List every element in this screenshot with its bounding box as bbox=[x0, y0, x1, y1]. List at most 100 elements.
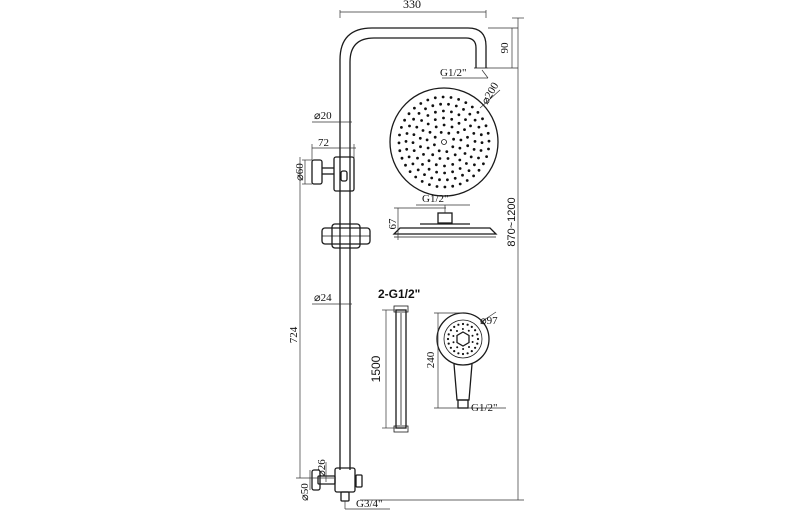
handset-nozzle-dot bbox=[470, 350, 473, 353]
nozzle-dot bbox=[477, 156, 480, 160]
nozzle-dot bbox=[458, 158, 462, 162]
dim-diverter-width: 72 bbox=[318, 137, 329, 149]
nozzle-dot bbox=[463, 152, 467, 155]
nozzle-dot bbox=[457, 98, 460, 101]
dim-arm-drop: 90 bbox=[499, 42, 511, 54]
rain-head-top-view bbox=[389, 87, 499, 197]
handset-nozzle-dot bbox=[456, 346, 459, 349]
handset-nozzle-dot bbox=[446, 337, 450, 341]
nozzle-dot bbox=[428, 183, 431, 187]
nozzle-dot bbox=[398, 149, 402, 153]
handset-nozzle-dot bbox=[457, 323, 460, 326]
head-center-mark bbox=[441, 139, 447, 145]
nozzle-dot bbox=[464, 118, 467, 121]
handset-nozzle-dot bbox=[476, 333, 479, 336]
nozzle-dot bbox=[433, 96, 437, 100]
mixer-valve bbox=[311, 467, 363, 502]
handset-nozzle-dot bbox=[468, 346, 470, 348]
nozzle-dot bbox=[438, 157, 442, 160]
shower-riser-rail bbox=[339, 27, 488, 470]
nozzle-dot bbox=[480, 141, 484, 145]
nozzle-dot bbox=[427, 167, 431, 171]
nozzle-dot bbox=[443, 164, 446, 168]
nozzle-dot bbox=[416, 168, 420, 172]
nozzle-dot bbox=[442, 109, 445, 113]
nozzle-dot bbox=[426, 146, 430, 150]
handset-nozzle-dot bbox=[461, 328, 464, 330]
handset-nozzle-dot bbox=[474, 346, 477, 349]
nozzle-dot bbox=[408, 124, 411, 128]
nozzle-dot bbox=[426, 114, 430, 117]
dim-hose-thread: 2-G1/2" bbox=[378, 287, 420, 301]
nozzle-dot bbox=[441, 95, 445, 99]
handset-nozzle-dot bbox=[453, 350, 456, 353]
dim-handset-thread: G1/2" bbox=[471, 402, 498, 414]
nozzle-dot bbox=[423, 173, 426, 177]
nozzle-dot bbox=[456, 131, 460, 134]
nozzle-dot bbox=[411, 162, 415, 166]
handset-nozzle-dot bbox=[471, 341, 474, 343]
nozzle-dot bbox=[412, 117, 415, 121]
nozzle-dot bbox=[408, 170, 412, 174]
dim-diverter-knob-dia: ⌀60 bbox=[294, 163, 306, 181]
nozzle-dot bbox=[434, 125, 438, 129]
nozzle-dot bbox=[447, 102, 450, 106]
nozzle-dot bbox=[466, 135, 469, 139]
nozzle-dot bbox=[424, 107, 427, 111]
dim-riser-length: 724 bbox=[288, 326, 300, 343]
dim-handset-length: 240 bbox=[425, 351, 437, 368]
nozzle-dot bbox=[457, 113, 461, 117]
nozzle-dot bbox=[425, 138, 429, 142]
dim-riser-upper-dia: ⌀20 bbox=[314, 110, 332, 122]
nozzle-dot bbox=[434, 163, 438, 167]
nozzle-dot bbox=[407, 155, 411, 159]
nozzle-dot bbox=[417, 112, 421, 115]
handset-nozzle-dot bbox=[449, 329, 452, 332]
nozzle-dot bbox=[405, 147, 409, 151]
nozzle-dot bbox=[431, 104, 435, 108]
handset-nozzle-dot bbox=[447, 342, 450, 345]
nozzle-dot bbox=[465, 162, 468, 165]
dim-valve-outlet-dia: ⌀26 bbox=[316, 459, 328, 477]
nozzle-dot bbox=[479, 133, 483, 137]
nozzle-dot bbox=[447, 131, 451, 135]
nozzle-dot bbox=[457, 121, 461, 125]
dim-inlet-thread: G3/4" bbox=[356, 498, 383, 510]
nozzle-dot bbox=[459, 138, 463, 142]
nozzle-dot bbox=[451, 163, 455, 166]
nozzle-dot bbox=[445, 150, 449, 154]
nozzle-dot bbox=[482, 162, 485, 166]
nozzle-dot bbox=[472, 174, 475, 178]
nozzle-dot bbox=[484, 124, 488, 128]
nozzle-dot bbox=[473, 118, 477, 122]
nozzle-dot bbox=[407, 112, 411, 116]
nozzle-dot bbox=[446, 157, 450, 160]
handset-nozzle-dot bbox=[452, 341, 455, 344]
nozzle-dot bbox=[453, 176, 457, 180]
dim-valve-knob-dia: ⌀50 bbox=[299, 483, 311, 501]
nozzle-dot bbox=[458, 182, 462, 186]
nozzle-dot bbox=[437, 149, 441, 153]
nozzle-dot bbox=[400, 126, 403, 129]
nozzle-dot bbox=[472, 148, 476, 151]
nozzle-dot bbox=[458, 167, 462, 170]
nozzle-dot bbox=[428, 130, 432, 134]
dim-arm-thread: G1/2" bbox=[440, 67, 467, 79]
dim-head-dia: ⌀200 bbox=[479, 80, 501, 106]
nozzle-dot bbox=[450, 117, 454, 121]
nozzle-dot bbox=[487, 139, 491, 143]
nozzle-dot bbox=[473, 163, 476, 167]
handset-nozzle-dot bbox=[470, 325, 473, 328]
nozzle-dot bbox=[453, 153, 457, 157]
dim-hose-length: 1500 bbox=[369, 355, 383, 382]
nozzle-dot bbox=[477, 168, 481, 172]
nozzle-dot bbox=[416, 156, 419, 160]
dim-head-depth: 67 bbox=[387, 218, 399, 230]
nozzle-dot bbox=[421, 129, 425, 132]
nozzle-dot bbox=[433, 143, 436, 147]
nozzle-dot bbox=[476, 111, 480, 114]
nozzle-dot bbox=[405, 132, 409, 135]
nozzle-dot bbox=[468, 112, 472, 116]
nozzle-dot bbox=[427, 159, 431, 163]
handset-nozzle-dot bbox=[476, 337, 480, 341]
